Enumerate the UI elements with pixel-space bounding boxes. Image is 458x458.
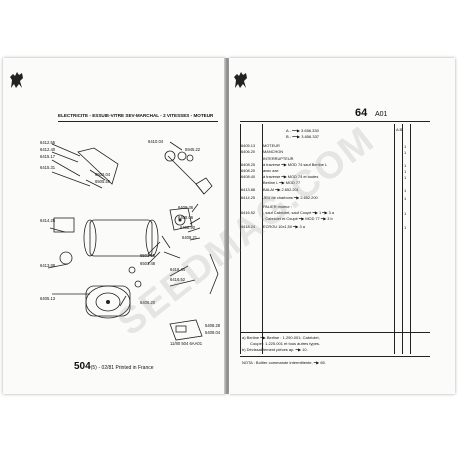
column-line-2 [262, 124, 263, 354]
part-desc: INTERRUPTEUR [263, 156, 294, 161]
qty-cell: 1 [404, 150, 407, 155]
nota-rule [240, 356, 430, 357]
part-desc: MOTEUR [263, 143, 280, 148]
parts-row: 6408.20 avec axe [241, 169, 279, 173]
parts-row: Berline L ━▶ MOD 77 [241, 181, 300, 185]
section-code: A01 [375, 111, 388, 118]
callout-6412-55: 6412.55 [40, 140, 56, 145]
intro-line-b: B - ━━▶ 3.656.337 [286, 134, 320, 139]
callout-6503-55: 6503.55 [140, 253, 156, 258]
callout-6415-17: 6415.17 [40, 154, 56, 159]
left-page-title: ELECTRICITE - ESSUIE-VITRE SEV-MARCHAL -… [58, 113, 214, 118]
callout-6408-36: 6408.36 [178, 205, 194, 210]
part-code: 6416.52 [241, 210, 256, 215]
callout-6503-48: 6503.48 [140, 261, 156, 266]
callout-6505-56: 6505.56 [95, 179, 111, 184]
peugeot-lion-logo-left [10, 72, 23, 88]
qty-cell: 1 [404, 163, 407, 168]
callout-5408-28: 5408.28 [205, 323, 221, 328]
qty-cell: 1 [404, 196, 407, 201]
book-gutter [224, 58, 230, 394]
callout-6418-44: 6418.44 [170, 267, 186, 272]
qty-cell: 1 [404, 169, 407, 174]
qty-cell: 1 [404, 211, 407, 216]
callout-5945-22: 5945.22 [185, 147, 201, 152]
part-desc: - Cabriolet et Coupé ━▶ MOD 77 ━▶ 3 b [263, 216, 333, 221]
part-desc: BALAI ━▶ 2.652.201 [263, 187, 299, 192]
part-desc: Berline L ━▶ MOD 77 [263, 180, 301, 185]
note-line-2: Coupé : 1.225.001 et tous autres types. [250, 341, 321, 346]
part-desc: - sauf Cabriolet, sauf Coupé ━▶ 1 ━▶ 3 a [263, 210, 335, 215]
callout-6406-20: 6406.20 [140, 300, 156, 305]
column-line-1 [240, 124, 241, 354]
column-line-5 [410, 124, 411, 354]
intro-line-a: A - ━━▶ 3.656.330 [286, 128, 319, 133]
peugeot-lion-logo-right [234, 72, 247, 88]
section-number: 64 [355, 107, 368, 119]
callout-5408-04: 5408.04 [205, 330, 221, 335]
parts-row: 6413.88 BALAI ━▶ 2.652.201 [241, 188, 299, 192]
part-desc: PALIER moteur : [263, 204, 292, 209]
parts-row: 6414.25 JEU de charbons ━▶ 2.652.200 [241, 196, 318, 200]
callout-6416-52: 6416.52 [170, 277, 186, 282]
part-code: 6413.88 [241, 187, 256, 192]
parts-row: 6406.20 MANCHON [241, 150, 283, 154]
part-desc: MANCHON [263, 149, 284, 154]
nota-text: NOTA : Boîtier commande intermittente, ━… [242, 360, 326, 365]
title-rule [58, 121, 218, 122]
callout-6413-88: 6413.88 [40, 263, 56, 268]
column-line-4 [402, 124, 403, 354]
printed-in-france: - 02/81 Printed in France [98, 365, 154, 371]
part-code: 6405.13 [241, 143, 256, 148]
parts-row: - Cabriolet et Coupé ━▶ MOD 77 ━▶ 3 b [241, 217, 333, 221]
parts-row: 6408.25 à traverse ━▶ MOD 74 sauf Berline… [241, 163, 327, 167]
callout-6412-40: 6412.40 [40, 147, 56, 152]
qty-cell: 1 [404, 225, 407, 230]
parts-row: PALIER moteur : [241, 205, 292, 209]
part-desc: JEU de charbons ━▶ 2.652.200 [263, 195, 318, 200]
part-code: 6414.25 [241, 195, 256, 200]
wiper-motor-exploded-diagram [47, 141, 219, 341]
part-desc: à traverse ━▶ MOD 74 sauf Berline L [263, 162, 328, 167]
part-desc: ECROU 10x1,50 ━▶ 3 a [263, 224, 305, 229]
callout-6414-25: 6414.25 [40, 218, 56, 223]
callout-6408-90: 6408.90 [180, 225, 196, 230]
parts-row: INTERRUPTEUR [241, 157, 293, 161]
diagram-reference-code: 11/80 504 6AA01 [170, 341, 203, 346]
part-code: 6408.40 [241, 174, 256, 179]
part-desc: avec axe [263, 168, 279, 173]
part-desc: à traverse ━▶ MOD 74 et toutes [263, 174, 319, 179]
page-number: 504 [74, 361, 91, 372]
part-code: 6406.20 [241, 149, 256, 154]
right-catalog-page [229, 58, 455, 394]
part-code: 6408.25 [241, 162, 256, 167]
parts-row: 6405.13 MOTEUR [241, 144, 280, 148]
callout-6408-06: 6408.06 [178, 215, 194, 220]
part-code: 6408.20 [241, 168, 256, 173]
right-header-rule [240, 121, 430, 122]
note-line-3: b) Dévissablement pièces ap. ━▶ 10. [242, 347, 308, 352]
qty-cell: 1 [404, 188, 407, 193]
parts-row: 6408.40 à traverse ━▶ MOD 74 et toutes [241, 175, 318, 179]
page-number-suffix: (5) [90, 365, 97, 371]
note-line-1: a) Berline ━▶ Berline : 1.290.001; Cabri… [242, 335, 320, 340]
parts-row: 6418.24 ECROU 10x1,50 ━▶ 3 a [241, 225, 305, 229]
column-header-ab: A B [396, 127, 403, 132]
left-footer: 504(5) - 02/81 Printed in France [74, 361, 154, 372]
qty-cell: 1 [404, 144, 407, 149]
parts-row: 6416.52 - sauf Cabriolet, sauf Coupé ━▶ 1… [241, 211, 334, 215]
notes-rule [240, 332, 430, 333]
callout-6502-04: 6502.04 [95, 172, 111, 177]
callout-6405-13: 6405.13 [40, 296, 56, 301]
callout-6408-21: 6408.21 [182, 235, 198, 240]
qty-cell: 1 [404, 175, 407, 180]
column-line-3 [394, 124, 395, 354]
callout-6415-31: 6415.31 [40, 165, 56, 170]
part-code: 6418.24 [241, 224, 256, 229]
callout-6410-04: 6410.04 [148, 139, 164, 144]
